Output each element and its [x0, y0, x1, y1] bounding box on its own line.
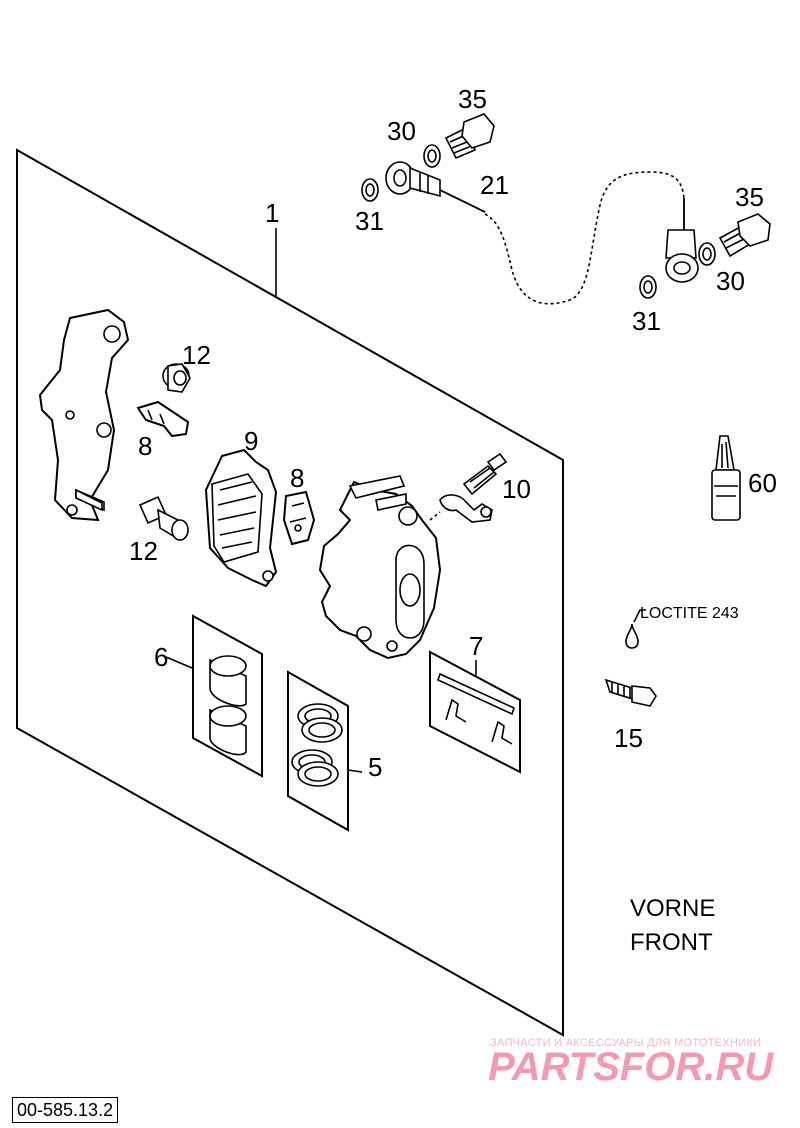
banjo-bolt-top: [444, 113, 495, 160]
assembly-panel: [16, 148, 564, 1037]
washer-31-top: [361, 178, 379, 202]
caption-vorne: VORNE: [630, 895, 715, 922]
caliper-body: [318, 475, 442, 660]
callout-1: 1: [265, 198, 279, 228]
caliper-bracket: [38, 308, 130, 522]
banjo-bolt-right: [718, 213, 771, 258]
callout-12-top: 12: [182, 340, 211, 370]
washer-30-top: [423, 144, 441, 168]
callout-7: 7: [469, 631, 483, 661]
washer-30-right: [698, 242, 716, 266]
bushing-top: [162, 363, 191, 393]
callout-9: 9: [244, 426, 258, 456]
loctite-tube: [711, 435, 741, 521]
watermark-brand: PARTSFOR.RU: [488, 1045, 774, 1089]
slide-pin: [138, 495, 190, 542]
callout-35-right: 35: [735, 182, 764, 212]
callout-6: 6: [154, 642, 168, 672]
callout-12-bottom: 12: [129, 536, 158, 566]
callout-8-upper: 8: [138, 431, 152, 461]
pin-kit-box: [429, 650, 521, 774]
washer-31-right: [639, 275, 657, 299]
callout-21: 21: [480, 170, 509, 200]
callout-30-top: 30: [387, 116, 416, 146]
bleeder-valve: [429, 452, 508, 523]
pad-spring-upper: [136, 400, 190, 438]
loctite-drop: [625, 609, 646, 649]
callout-15: 15: [614, 723, 643, 753]
piston-kit-box: [165, 614, 263, 778]
bolt-15: [604, 678, 657, 707]
callout-8-middle: 8: [290, 463, 304, 493]
callout-31-top: 31: [355, 206, 384, 236]
callout-31-right: 31: [632, 306, 661, 336]
callout-60: 60: [748, 468, 777, 498]
seal-kit-box: [287, 670, 363, 832]
callout-10: 10: [502, 474, 531, 504]
loctite-label: LOCTITE 243: [640, 605, 739, 622]
brake-pad: [204, 448, 278, 588]
diagram-code: 00-585.13.2: [12, 1097, 119, 1123]
brake-hose: [385, 161, 699, 305]
watermark-tagline: ЗАПЧАСТИ И АКСЕССУАРЫ ДЛЯ МОТОТЕХНИКИ: [490, 1037, 761, 1049]
pad-spring-middle: [282, 490, 316, 546]
callout-5: 5: [368, 752, 382, 782]
callout-35-top: 35: [458, 84, 487, 114]
callout-30-right: 30: [716, 266, 745, 296]
caption-front: FRONT: [630, 929, 713, 956]
